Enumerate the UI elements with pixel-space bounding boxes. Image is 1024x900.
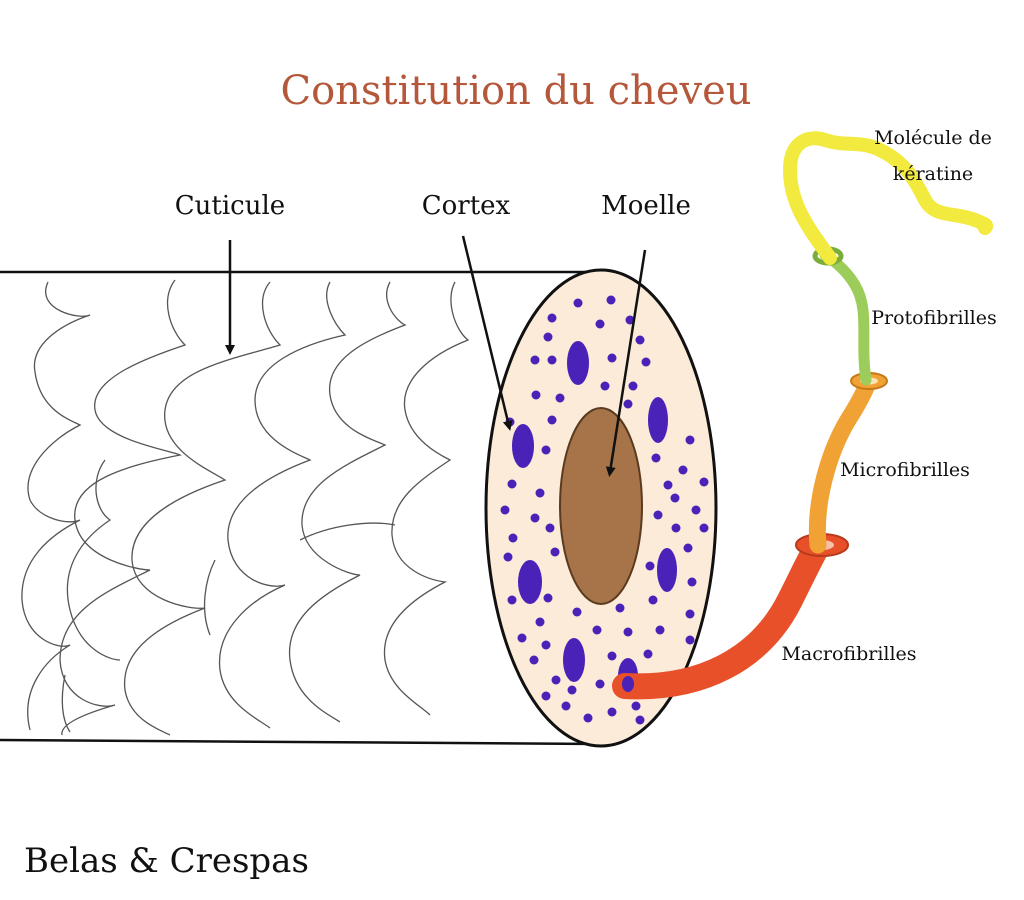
keratin-molecule bbox=[783, 131, 994, 265]
keratin-molecule-label-line1: Molécule de bbox=[874, 127, 992, 149]
moelle-arrow bbox=[605, 249, 647, 477]
cuticle-scales bbox=[21, 279, 470, 736]
cortex-arrow bbox=[461, 235, 513, 431]
cortex-cell-nuclei bbox=[500, 295, 709, 725]
hair-cross-section bbox=[484, 268, 718, 748]
cortex-label: Cortex bbox=[422, 191, 511, 221]
macrofibril bbox=[612, 532, 831, 700]
microfibrilles-label: Microfibrilles bbox=[840, 459, 970, 481]
moelle-label: Moelle bbox=[601, 191, 691, 221]
protofibrilles-label: Protofibrilles bbox=[871, 307, 997, 329]
macrofibrilles-label: Macrofibrilles bbox=[781, 643, 916, 665]
fibril-chain bbox=[612, 131, 994, 700]
protofibril bbox=[819, 249, 872, 386]
diagram-title: Constitution du cheveu bbox=[280, 68, 751, 114]
hair-shaft bbox=[0, 270, 601, 746]
cuticule-label: Cuticule bbox=[175, 191, 285, 221]
medulla bbox=[559, 407, 643, 605]
keratin-molecule-label-line2: kératine bbox=[893, 163, 973, 185]
microfibril bbox=[808, 373, 877, 554]
credit-signature: Belas & Crespas bbox=[24, 841, 309, 881]
